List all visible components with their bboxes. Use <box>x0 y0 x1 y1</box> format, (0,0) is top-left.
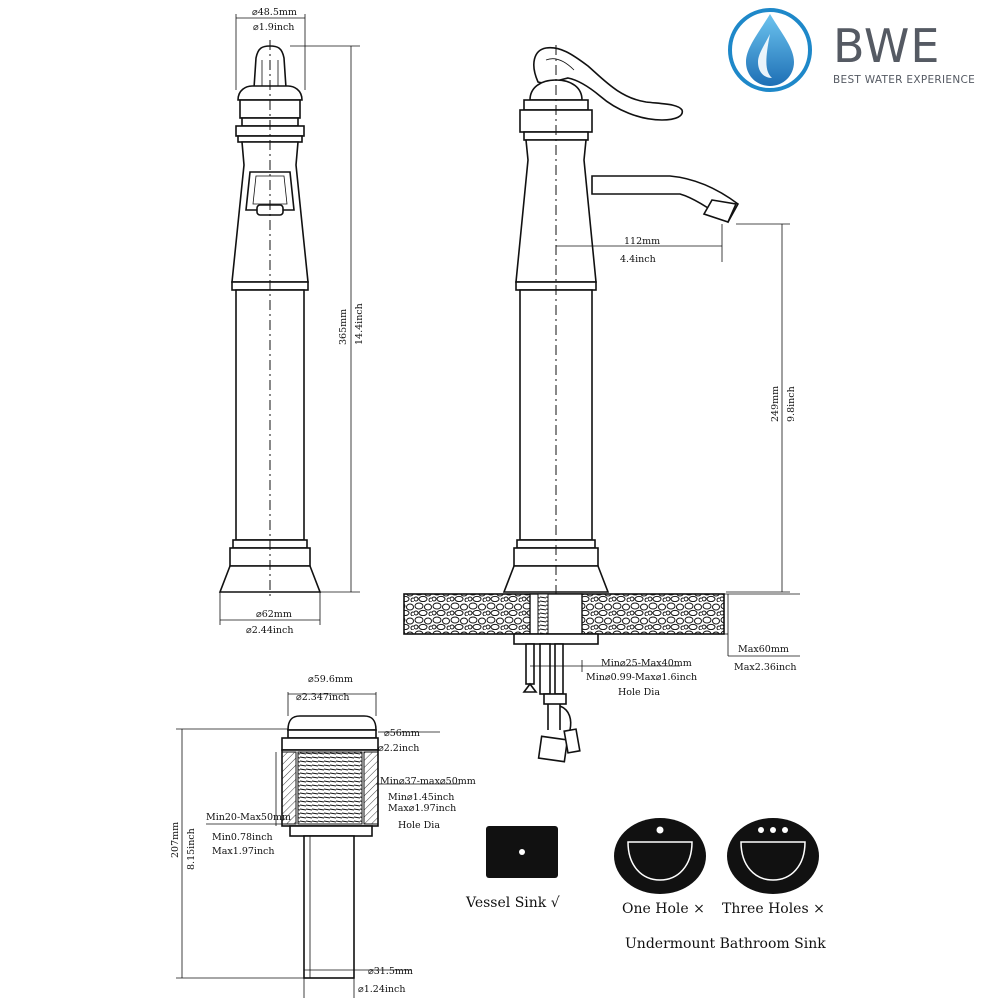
dim-drain-height-mm: 207mm <box>170 822 181 858</box>
dim-hole-mm: Min⌀25-Max40mm <box>601 658 692 669</box>
pop-up-drain <box>281 715 379 979</box>
label-one-hole: One Hole × <box>622 901 705 917</box>
faucet-front-view <box>218 40 322 600</box>
dim-cap-diameter-mm: ⌀59.6mm <box>308 674 353 685</box>
side-dimensions: 112mm 4.4inch 249mm 9.8inch Max60mm Max2… <box>530 223 800 698</box>
dim-top-diameter-mm: ⌀48.5mm <box>252 7 297 18</box>
dim-tail-in: ⌀1.24inch <box>358 984 405 995</box>
dim-height-mm: 365mm <box>338 309 349 345</box>
dim-flange-mm: ⌀56mm <box>384 728 420 739</box>
water-drop-icon <box>746 14 794 86</box>
dim-reach-mm: 112mm <box>624 236 660 247</box>
dim-flange-in: ⌀2.2inch <box>378 743 419 754</box>
label-three-holes: Three Holes × <box>722 901 825 917</box>
one-hole-sink-icon <box>614 818 706 894</box>
dim-hole-label: Hole Dia <box>618 687 660 698</box>
sink-types: Vessel Sink √ One Hole × Three Holes × U… <box>465 818 826 952</box>
dim-top-diameter-in: ⌀1.9inch <box>253 22 294 33</box>
dim-drain-hole-mm: Min⌀37-max⌀50mm <box>380 776 476 787</box>
label-undermount: Undermount Bathroom Sink <box>625 936 826 952</box>
dim-spout-height-mm: 249mm <box>770 386 781 422</box>
dim-thickness-mm: Min20-Max50mm <box>206 812 291 823</box>
faucet-side-view <box>403 45 740 763</box>
dim-deck-max-mm: Max60mm <box>738 644 789 655</box>
dim-thickness-in-min: Min0.78inch <box>212 832 273 843</box>
three-holes-sink-icon <box>727 818 819 894</box>
front-dimensions: ⌀48.5mm ⌀1.9inch 365mm 14.4inch ⌀62mm ⌀2… <box>219 7 365 636</box>
drain-dimensions: ⌀59.6mm ⌀2.347inch ⌀56mm ⌀2.2inch Min⌀37… <box>170 674 476 998</box>
brand-tagline: BEST WATER EXPERIENCE <box>833 74 975 86</box>
logo-ring <box>728 8 812 92</box>
dim-base-diameter-mm: ⌀62mm <box>256 609 292 620</box>
dim-reach-in: 4.4inch <box>620 254 656 265</box>
dim-drain-height-in: 8.15inch <box>186 828 197 870</box>
dim-thickness-in-max: Max1.97inch <box>212 846 275 857</box>
dim-base-diameter-in: ⌀2.44inch <box>246 625 293 636</box>
dim-tail-mm: ⌀31.5mm <box>368 966 413 977</box>
dim-cap-diameter-in: ⌀2.347inch <box>296 692 350 703</box>
brand-logo: BWE BEST WATER EXPERIENCE <box>728 8 975 92</box>
dim-drain-hole-in-max: Max⌀1.97inch <box>388 803 456 814</box>
label-vessel-sink: Vessel Sink √ <box>465 895 560 911</box>
brand-name: BWE <box>833 19 940 73</box>
dim-spout-height-in: 9.8inch <box>786 386 797 422</box>
dim-height-in: 14.4inch <box>354 303 365 345</box>
dim-deck-max-in: Max2.36inch <box>734 662 797 673</box>
dim-drain-hole-label: Hole Dia <box>398 820 440 831</box>
dim-drain-hole-in-min: Min⌀1.45inch <box>388 792 454 803</box>
dim-hole-in: Min⌀0.99-Max⌀1.6inch <box>586 672 697 683</box>
